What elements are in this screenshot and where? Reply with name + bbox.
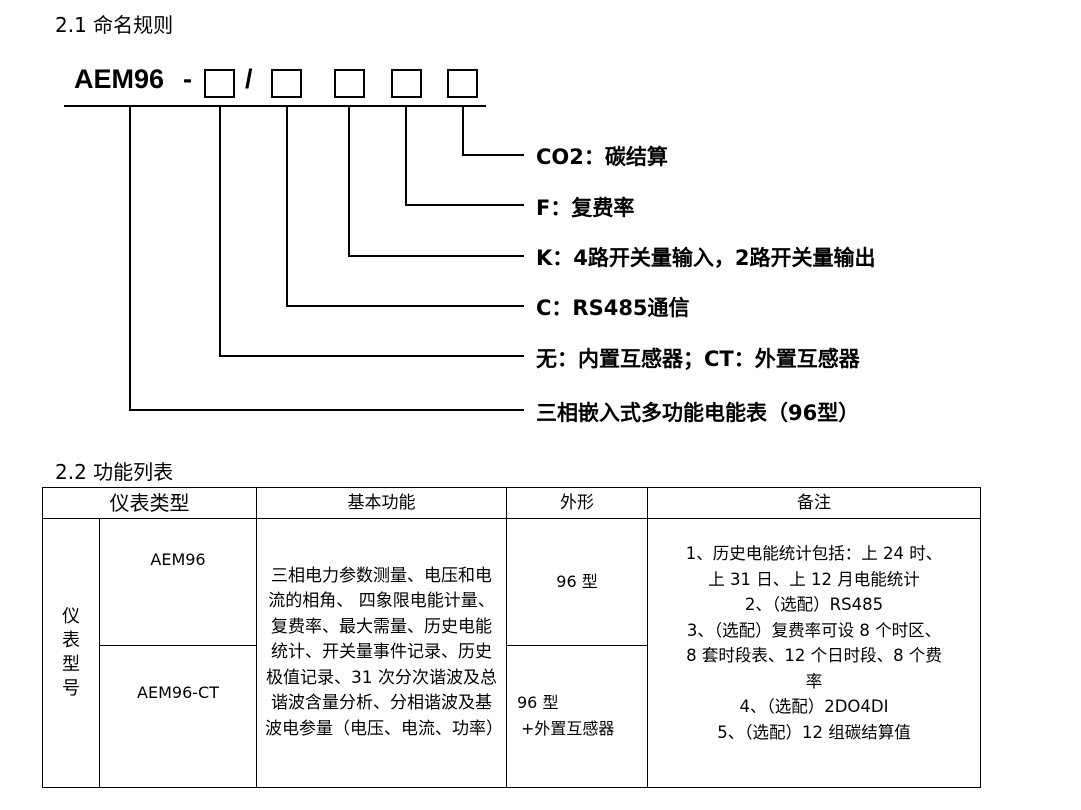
note-line: 上 31 日、上 12 月电能统计 <box>708 569 920 589</box>
model-aem96: AEM96 <box>99 518 257 646</box>
code-box-k <box>334 69 365 98</box>
code-box-co2 <box>447 69 478 98</box>
section-title-functions: 2.2 功能列表 <box>55 460 174 484</box>
note-line: 2、（选配）RS485 <box>744 595 884 614</box>
label-type: 三相嵌入式多功能电能表（96型） <box>536 401 860 425</box>
note-line: 率 <box>805 671 823 691</box>
leader-c <box>286 106 524 307</box>
model-aem96-ct: AEM96-CT <box>99 645 257 788</box>
leader-f <box>405 106 524 206</box>
label-co2: CO2：碳结算 <box>536 145 668 169</box>
section-title-naming: 2.1 命名规则 <box>55 13 174 37</box>
code-box-f <box>391 69 422 98</box>
naming-diagram <box>64 69 524 411</box>
note-line: 8 套时段表、12 个日时段、8 个费 <box>686 646 942 665</box>
header-notes: 备注 <box>647 487 981 519</box>
leader-co2 <box>462 106 524 156</box>
note-line: 3、（选配）复费率可设 8 个时区、 <box>686 620 942 640</box>
leader-k <box>348 106 524 257</box>
note-line: 4、（选配）2DO4DI <box>739 697 889 716</box>
note-line: 1、历史电能统计包括：上 24 时、 <box>685 544 943 563</box>
leader-ct <box>219 106 524 357</box>
header-basic-function: 基本功能 <box>256 487 507 519</box>
basic-function-text: 三相电力参数测量、电压和电流的相角、 四象限电能计量、复费率、最大需量、历史电能… <box>256 518 507 788</box>
label-f: F：复费率 <box>536 196 635 220</box>
notes-cell: 1、历史电能统计包括：上 24 时、 上 31 日、上 12 月电能统计 2、（… <box>647 518 981 788</box>
note-line: 5、（选配）12 组碳结算值 <box>717 722 911 742</box>
code-box-ct <box>204 69 235 98</box>
group-label-model: 仪表型号 <box>42 518 100 788</box>
leader-type <box>129 106 524 411</box>
dash: - <box>183 64 192 94</box>
function-table: 仪表类型 基本功能 外形 备注 仪表型号 AEM96 三相电力参数测量、电压和电… <box>42 487 981 788</box>
label-c: C：RS485通信 <box>536 296 690 320</box>
header-meter-type: 仪表类型 <box>42 487 257 519</box>
slash: / <box>245 64 253 94</box>
shape-aem96: 96 型 <box>506 518 648 646</box>
model-prefix: AEM96 <box>74 64 165 94</box>
shape-aem96-ct: 96 型 +外置互感器 <box>506 645 648 788</box>
label-ct: 无：内置互感器；CT：外置互感器 <box>536 347 860 371</box>
label-k: K：4路开关量输入，2路开关量输出 <box>536 246 876 270</box>
header-shape: 外形 <box>506 487 648 519</box>
code-box-c <box>271 69 302 98</box>
